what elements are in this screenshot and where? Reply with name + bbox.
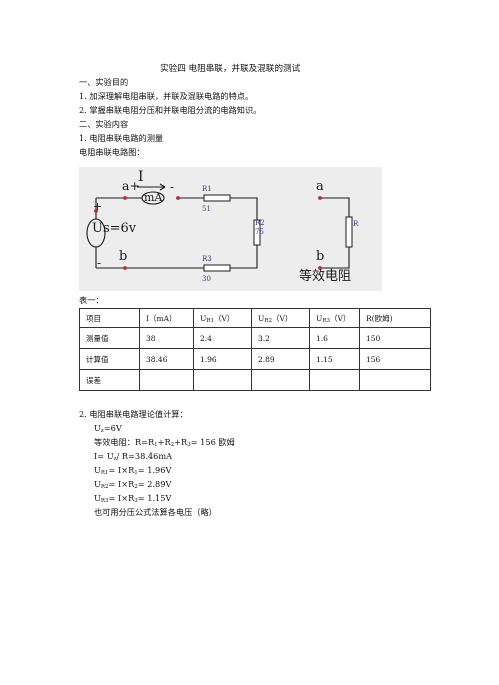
header-cell: 项目	[79, 308, 140, 328]
label-current: I	[138, 169, 144, 185]
label-r1-value: 51	[202, 205, 211, 213]
label-r1: R1	[202, 185, 212, 193]
table-cell: 1.15	[309, 348, 360, 370]
label-r3-value: 30	[202, 275, 211, 283]
table-cell: 2.4	[193, 327, 252, 349]
table-cell: 150	[359, 327, 431, 349]
label-r2-value: 75	[255, 228, 264, 236]
calc-line-ur2: UR2= I×R2= 2.89V	[94, 479, 172, 490]
table-cell: 3.2	[251, 327, 310, 349]
calc-line-ur3: UR3= I×R3= 1.15V	[94, 493, 172, 504]
header-cell: UR2（V）	[251, 308, 310, 328]
table-cell	[359, 369, 431, 391]
label-source-voltage: Us=6v	[92, 221, 137, 236]
label-a-right: a	[316, 179, 324, 194]
node-b-left	[123, 266, 127, 270]
current-arrow-head	[159, 183, 166, 191]
header-cell: R(欧姆)	[359, 308, 431, 328]
content-item-1: 1. 电阻串联电路的测量	[79, 133, 164, 143]
header-cell: UR1（V）	[193, 308, 252, 328]
calc-line-source: Uz=6V	[94, 423, 122, 434]
label-r3: R3	[202, 255, 212, 263]
purpose-item-1: 1. 加深理解电阻串联，并联及混联电路的特点。	[79, 91, 254, 101]
node-b-right	[318, 266, 322, 270]
label-r-eq: R	[353, 220, 359, 228]
label-source-plus: +	[93, 200, 103, 213]
purpose-item-2: 2. 掌握串联电阻分压和并联电阻分流的电路知识。	[79, 105, 262, 115]
label-a-plus: a+	[122, 178, 140, 193]
calc-line-ur1: UR1= I×R1= 1.96V	[94, 465, 172, 476]
label-b-right: b	[316, 249, 325, 264]
resistor-r-eq	[345, 216, 353, 248]
ammeter-symbol	[141, 191, 165, 205]
resistor-r1	[203, 194, 231, 202]
node-a-right	[318, 196, 322, 200]
table-cell: 38.46	[139, 348, 194, 370]
label-r2: R2	[255, 219, 265, 227]
resistor-r2	[253, 219, 261, 246]
table-cell	[193, 369, 252, 391]
table-cell: 38	[139, 327, 194, 349]
circuit-caption: 电阻串联电路图：	[79, 147, 145, 157]
label-b-left: b	[119, 249, 128, 264]
table-row: 误差	[79, 369, 431, 391]
calc-heading: 2. 电阻串联电路理论值计算：	[79, 409, 188, 419]
table-header-row: 项目 I（mA） UR1（V） UR2（V） UR3（V） R(欧姆)	[79, 308, 431, 328]
label-minus-top: -	[170, 180, 175, 194]
wire-top-c	[230, 197, 258, 220]
table-cell	[251, 369, 310, 391]
circuit-wires	[86, 183, 353, 272]
table-caption: 表一：	[79, 295, 104, 305]
label-equivalent-resistance: 等效电阻	[299, 269, 352, 284]
calc-line-current: I= Uz/ R=38.46mA	[94, 451, 173, 462]
node-source-plus	[94, 209, 98, 213]
table-cell: 1.6	[309, 327, 360, 349]
series-circuit-diagram: I a+ - mA + Us=6v - b R1 51 R2 75 R3 30 …	[79, 167, 382, 291]
table-cell	[139, 369, 194, 391]
wire-right-lower	[230, 245, 258, 269]
label-ammeter: mA	[144, 191, 163, 204]
table-cell: 计算值	[79, 348, 140, 370]
wire-eq-bottom	[320, 247, 350, 269]
table-row: 测量值 38 2.4 3.2 1.6 150	[79, 327, 431, 349]
measurement-table: 项目 I（mA） UR1（V） UR2（V） UR3（V） R(欧姆) 测量值 …	[79, 308, 431, 391]
doc-title: 实验四 电阻串联，并联及混联的测试	[160, 64, 301, 74]
label-minus-bottom: -	[97, 256, 102, 270]
wire-eq-top	[320, 197, 350, 217]
header-cell: I（mA）	[139, 308, 194, 328]
table-cell: 测量值	[79, 327, 140, 349]
calc-line-equivalent: 等效电阻：R=R1+R2+R3= 156 欧姆	[94, 437, 235, 448]
voltage-source-symbol	[86, 218, 106, 248]
node-meter-out	[176, 196, 180, 200]
table-cell: 1.96	[193, 348, 252, 370]
table-cell: 误差	[79, 369, 140, 391]
table-cell: 2.89	[251, 348, 310, 370]
table-cell: 156	[359, 348, 431, 370]
section-heading-purpose: 一、实验目的	[79, 77, 129, 87]
node-a-left	[123, 196, 127, 200]
table-cell	[309, 369, 360, 391]
header-cell: UR3（V）	[309, 308, 360, 328]
resistor-r3	[203, 264, 231, 272]
calc-note: 也可用分压公式法算各电压（略）	[94, 507, 217, 517]
table-row: 计算值 38.46 1.96 2.89 1.15 156	[79, 348, 431, 370]
section-heading-content: 二、实验内容	[79, 119, 129, 129]
